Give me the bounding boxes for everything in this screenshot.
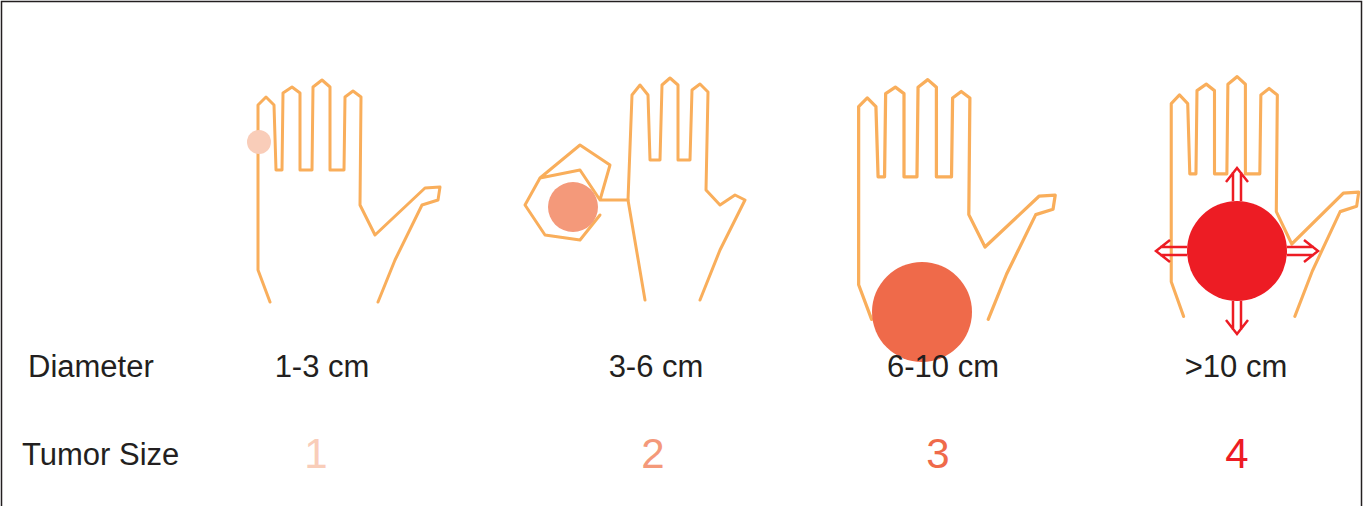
growth-arrow xyxy=(1156,240,1187,262)
hand-outline xyxy=(628,78,745,300)
row-heading: Diameter xyxy=(28,351,154,382)
growth-arrow xyxy=(1226,168,1248,201)
hand-outline xyxy=(258,80,440,302)
size-grade: 2 xyxy=(641,433,664,475)
hand-outline xyxy=(525,145,628,240)
tumor-circle xyxy=(872,262,972,362)
growth-arrow xyxy=(1226,301,1248,334)
size-grade: 4 xyxy=(1225,433,1248,475)
size-grade: 1 xyxy=(304,433,327,475)
row-heading: Tumor Size xyxy=(22,439,179,470)
tumor-circle xyxy=(1187,201,1287,301)
diameter-value: 6-10 cm xyxy=(887,351,999,382)
diameter-value: >10 cm xyxy=(1185,351,1288,382)
diameter-value: 1-3 cm xyxy=(275,351,370,382)
tumor-circle xyxy=(247,130,271,154)
diameter-value: 3-6 cm xyxy=(609,351,704,382)
size-grade: 3 xyxy=(926,433,949,475)
hand-outline xyxy=(1171,77,1358,317)
growth-arrow xyxy=(1287,240,1318,262)
tumor-circle xyxy=(548,182,598,232)
